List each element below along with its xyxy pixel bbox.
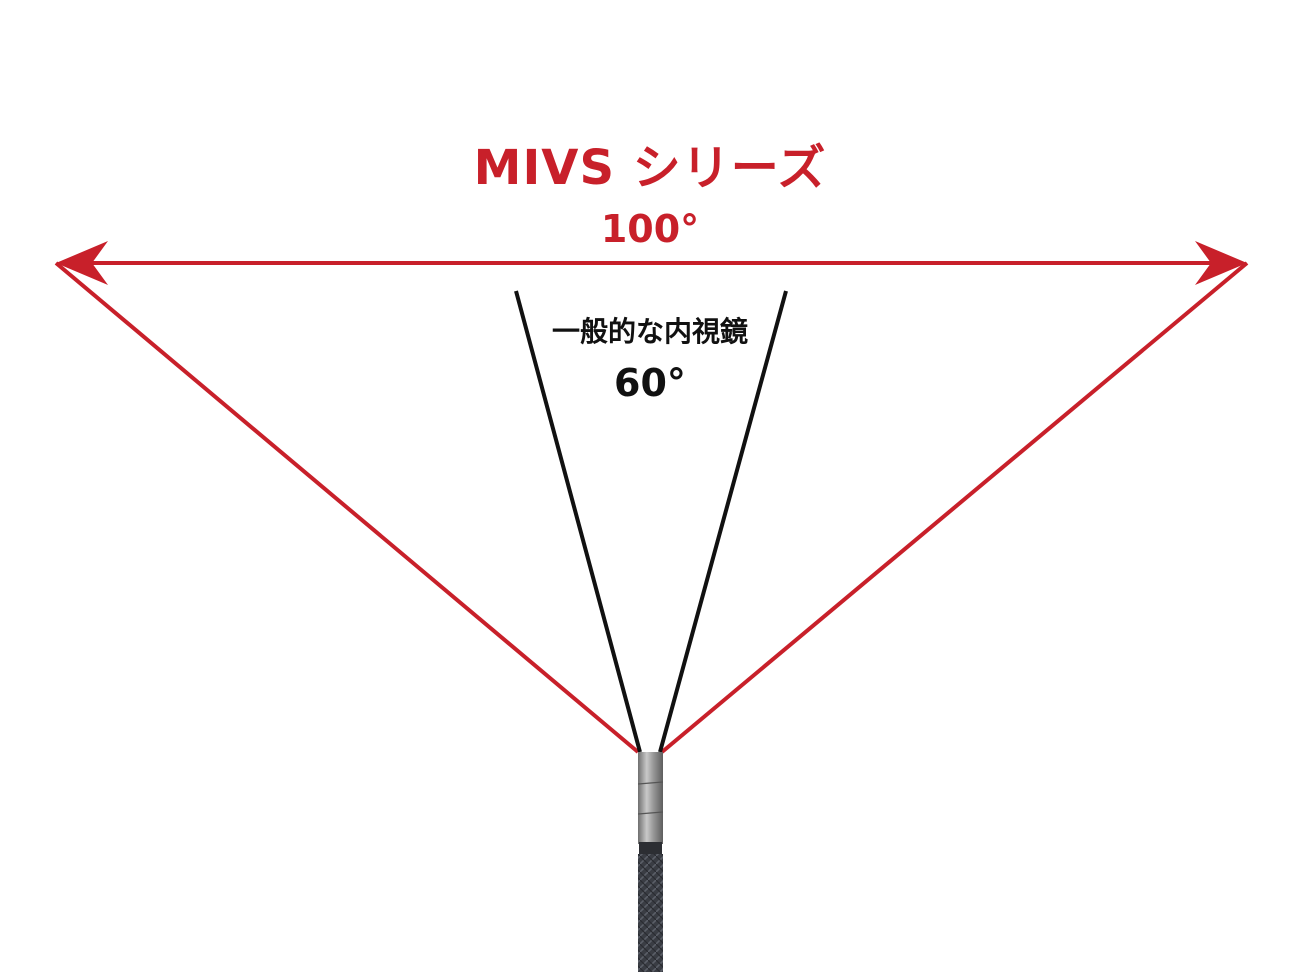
mivs-fov-left-ray [54, 261, 640, 754]
mivs-fov-right-ray [660, 261, 1249, 754]
standard-fov-left-ray [514, 290, 642, 753]
endoscope-probe-icon [637, 752, 664, 972]
standard-endoscope-label: 一般的な内視鏡 [551, 315, 748, 348]
standard-angle-label: 60° [614, 361, 686, 405]
mivs-fov-lines [54, 241, 1249, 754]
standard-fov-right-ray [658, 290, 788, 753]
mivs-series-label: MIVS シリーズ [473, 140, 827, 196]
right-arrowhead-icon [1195, 241, 1247, 285]
mivs-angle-label: 100° [600, 207, 700, 251]
probe-collar [639, 842, 662, 854]
standard-fov-lines [514, 290, 788, 753]
probe-cable [638, 854, 663, 972]
left-arrowhead-icon [56, 241, 108, 285]
probe-tip [638, 752, 663, 844]
